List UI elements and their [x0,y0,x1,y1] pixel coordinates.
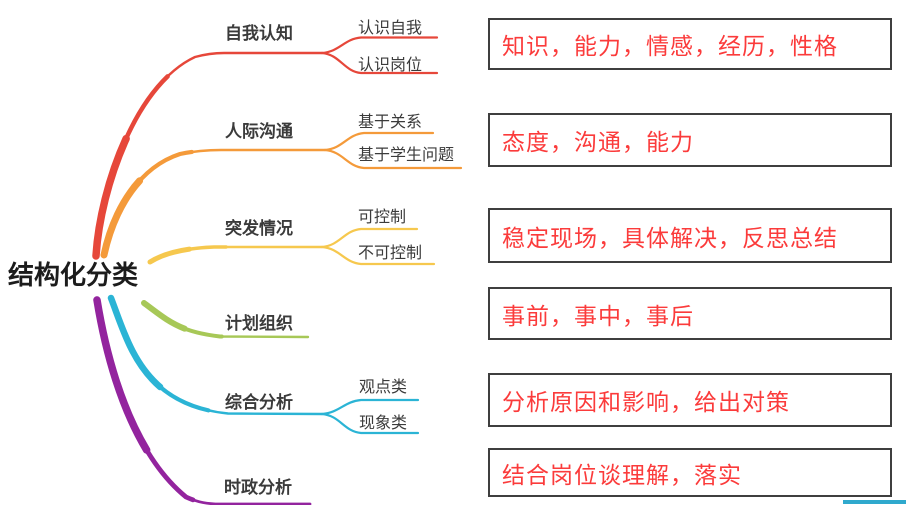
child-underline-phenomenon [320,412,420,435]
child-label-student-problem: 基于学生问题 [358,147,455,164]
annotation-text: 稳定现场，具体解决，反思总结 [502,225,838,251]
branch-line-planning [141,300,311,340]
annotation-box-self-cognition: 知识，能力，情感，经历，性格 [488,18,892,70]
branch-label-comprehensive: 综合分析 [225,393,293,412]
child-underline-student-problem [323,148,463,170]
central-topic-node: 结构化分类 [8,260,139,290]
child-label-know-self: 认识自我 [358,20,423,37]
branch-line-current-affairs [93,296,314,505]
child-underline-know-post [320,51,439,75]
annotation-box-current-affairs: 结合岗位谈理解，落实 [488,448,892,497]
annotation-text: 态度，沟通，能力 [502,130,694,155]
branch-label-planning: 计划组织 [225,314,293,333]
branch-line-comprehensive [107,294,420,435]
child-label-know-post: 认识岗位 [358,57,423,74]
child-label-controllable: 可控制 [358,209,407,226]
branch-label-current-affairs: 时政分析 [224,478,292,497]
branch-line-interpersonal [100,131,463,259]
annotation-text: 结合岗位谈理解，落实 [502,462,742,488]
branch-line-emergency [147,227,436,266]
child-underline-know-self [320,36,439,55]
annotation-box-comprehensive: 分析原因和影响，给出对策 [488,373,892,427]
annotation-box-planning: 事前，事中，事后 [488,287,892,340]
child-label-phenomenon: 现象类 [359,415,408,432]
branch-label-interpersonal: 人际沟通 [225,122,293,141]
annotation-text: 分析原因和影响，给出对策 [502,390,790,415]
child-underline-viewpoint [320,398,420,416]
annotation-box-emergency: 稳定现场，具体解决，反思总结 [488,208,892,263]
branch-label-emergency: 突发情况 [225,219,293,238]
child-underline-relationship [323,131,435,152]
branch-label-self-cognition: 自我认知 [225,24,293,43]
branch-line-self-cognition [92,36,439,260]
child-label-uncontrollable: 不可控制 [358,245,423,262]
annotation-text: 知识，能力，情感，经历，性格 [502,34,838,59]
child-label-viewpoint: 观点类 [359,379,408,396]
child-underline-controllable [320,227,419,249]
annotation-box-interpersonal: 态度，沟通，能力 [488,113,892,167]
child-label-relationship: 基于关系 [358,114,423,131]
annotation-text: 事前，事中，事后 [502,303,694,329]
child-underline-uncontrollable [320,245,436,266]
